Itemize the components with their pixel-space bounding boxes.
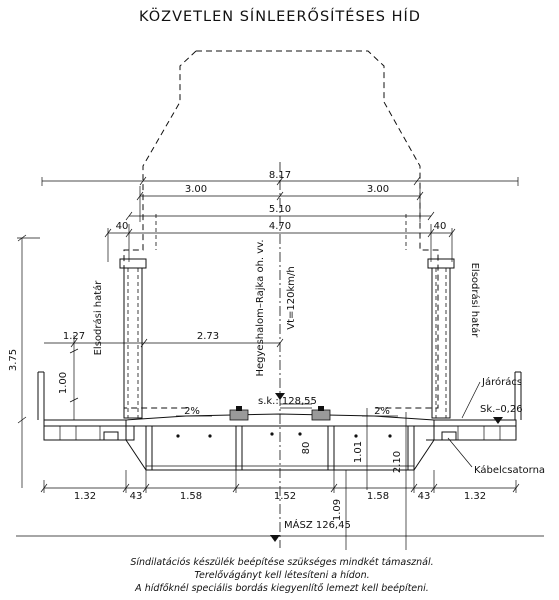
dim-2-10: 2.10: [392, 412, 407, 550]
dim-3-00: 3.00 3.00: [136, 184, 424, 222]
dim-3-75: 3.75: [8, 234, 40, 488]
svg-text:Sk.–0,26: Sk.–0,26: [480, 404, 523, 415]
left-walkway: [43, 419, 127, 441]
structure-gauge-outline: [123, 50, 439, 409]
grating-label: Járórács: [461, 376, 522, 419]
svg-text:3.00: 3.00: [185, 184, 207, 195]
drawing-title: KÖZVETLEN SÍNLEERŐSÍTÉSES HÍD: [139, 7, 421, 25]
svg-text:1.52: 1.52: [274, 491, 296, 502]
dim-80: 80: [301, 442, 312, 455]
svg-text:1.01: 1.01: [353, 441, 364, 463]
svg-text:2%: 2%: [374, 406, 390, 417]
svg-text:1.09: 1.09: [332, 499, 343, 521]
svg-text:2%: 2%: [184, 406, 200, 417]
clearance-label-left: Elsodrási határ: [92, 280, 104, 356]
right-walkway: [433, 419, 517, 441]
slope-left: 2%: [176, 406, 212, 417]
dim-1-00: 1.00: [58, 348, 79, 420]
dim-1-27-2-73: 1.27 2.73: [44, 331, 284, 350]
svg-text:1.32: 1.32: [464, 491, 486, 502]
svg-text:8.17: 8.17: [269, 170, 291, 181]
bottom-dimension-chain: 1.32 43 1.58 1.52 1.58 43 1.32: [40, 470, 520, 502]
slope-right: 2%: [362, 406, 398, 417]
clearance-label-right: Elsodrási határ: [469, 263, 481, 339]
svg-text:3.75: 3.75: [8, 349, 19, 371]
svg-text:MÁSZ 126,45: MÁSZ 126,45: [284, 518, 351, 531]
dim-1-01: 1.01: [353, 408, 368, 490]
sk-offset-label: Sk.–0,26: [480, 404, 523, 424]
line-name-label: Hegyeshalom–Rajka oh. vv.: [255, 239, 266, 376]
svg-text:2.73: 2.73: [197, 331, 219, 342]
svg-text:40: 40: [434, 221, 447, 232]
box-girder: [125, 413, 435, 471]
svg-text:40: 40: [116, 221, 129, 232]
svg-text:43: 43: [418, 491, 431, 502]
right-catenary-post: [427, 258, 455, 419]
svg-text:1.32: 1.32: [74, 491, 96, 502]
gauge-inner-line: [155, 214, 407, 250]
left-railing: [37, 371, 45, 420]
cable-duct-label: Kábelcsatorna: [447, 437, 545, 476]
svg-text:Járórács: Járórács: [481, 376, 522, 388]
right-railing: [514, 371, 522, 420]
svg-text:1.00: 1.00: [58, 372, 69, 394]
rail-left: [229, 406, 249, 421]
svg-text:3.00: 3.00: [367, 184, 389, 195]
svg-text:1.58: 1.58: [180, 491, 202, 502]
note-1: Síndilatációs készülék beépítése szükség…: [130, 557, 433, 568]
svg-text:1.27: 1.27: [63, 331, 85, 342]
dim-4-70: 4.70 40 40: [104, 221, 456, 262]
masz-level: MÁSZ 126,45: [16, 518, 544, 542]
svg-text:4.70: 4.70: [269, 221, 291, 232]
svg-text:1.58: 1.58: [367, 491, 389, 502]
svg-text:2.10: 2.10: [392, 451, 403, 473]
svg-text:5.10: 5.10: [269, 204, 291, 215]
svg-text:s.k.: 128,55: s.k.: 128,55: [258, 396, 317, 407]
left-catenary-post: [119, 258, 147, 419]
dim-5-10: 5.10: [125, 204, 435, 221]
sk-level-marker: s.k.: 128,55: [258, 393, 317, 409]
note-2: Terelővágányt kell létesíteni a hídon.: [194, 570, 369, 581]
note-3: A hídfőknél speciális bordás kiegyenlítő…: [134, 583, 429, 594]
dim-1-09: 1.09: [332, 470, 347, 550]
speed-label: Vt=120km/h: [286, 266, 297, 329]
dim-8-17: 8.17: [41, 170, 519, 186]
svg-text:Kábelcsatorna: Kábelcsatorna: [474, 464, 545, 476]
svg-text:43: 43: [130, 491, 143, 502]
rail-right: [311, 406, 331, 421]
